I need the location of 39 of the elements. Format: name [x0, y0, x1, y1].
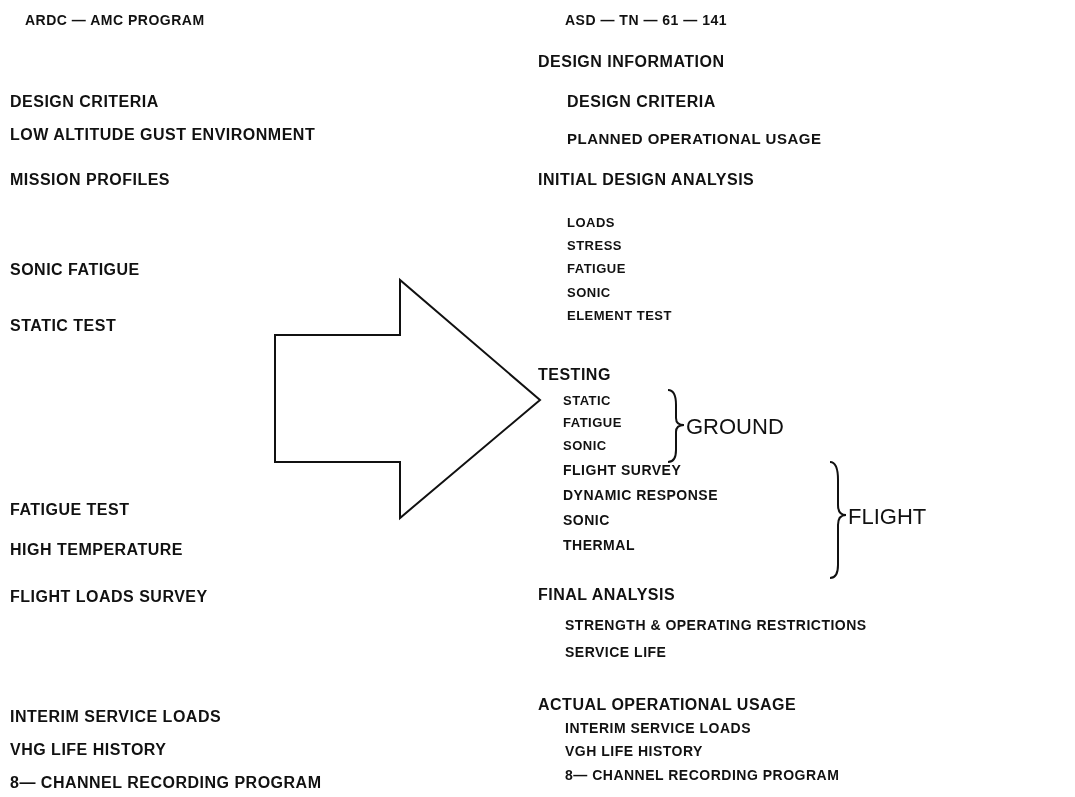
list-item: FATIGUE TEST	[10, 501, 130, 519]
list-item: PLANNED OPERATIONAL USAGE	[567, 129, 822, 147]
list-item: FINAL ANALYSIS	[538, 586, 676, 604]
list-item: MISSION PROFILES	[10, 171, 170, 189]
list-item: ELEMENT TEST	[567, 307, 672, 323]
list-item: VHG LIFE HISTORY	[10, 741, 167, 759]
list-item: DESIGN CRITERIA	[10, 93, 159, 111]
list-item: INTERIM SERVICE LOADS	[565, 720, 752, 736]
list-item: SONIC	[563, 512, 610, 528]
list-item: TESTING	[538, 366, 611, 384]
list-item: ACTUAL OPERATIONAL USAGE	[538, 696, 797, 714]
list-item: DYNAMIC RESPONSE	[563, 487, 719, 503]
list-item: SONIC	[567, 284, 611, 300]
list-item: LOADS	[567, 214, 615, 230]
list-item: INTERIM SERVICE LOADS	[10, 708, 222, 726]
list-item: 8— CHANNEL RECORDING PROGRAM	[10, 774, 322, 792]
list-item: FATIGUE	[567, 260, 626, 276]
list-item: FATIGUE	[563, 414, 622, 430]
group-label: FLIGHT	[848, 504, 927, 530]
list-item: FLIGHT SURVEY	[563, 462, 682, 478]
list-item: INITIAL DESIGN ANALYSIS	[538, 171, 755, 189]
list-item: SONIC FATIGUE	[10, 261, 140, 279]
group-label: GROUND	[686, 414, 784, 440]
list-item: DESIGN INFORMATION	[538, 53, 725, 71]
list-item: SERVICE LIFE	[565, 644, 667, 660]
list-item: SONIC	[563, 437, 607, 453]
list-item: STRESS	[567, 237, 622, 253]
list-item: STRENGTH & OPERATING RESTRICTIONS	[565, 617, 867, 633]
list-item: DESIGN CRITERIA	[567, 93, 716, 111]
list-item: STATIC TEST	[10, 317, 117, 335]
column-heading: ASD — TN — 61 — 141	[565, 12, 727, 28]
list-item: HIGH TEMPERATURE	[10, 541, 184, 559]
list-item: STATIC	[563, 392, 611, 408]
list-item: VGH LIFE HISTORY	[565, 743, 703, 759]
list-item: FLIGHT LOADS SURVEY	[10, 588, 208, 606]
list-item: THERMAL	[563, 537, 635, 553]
column-heading: ARDC — AMC PROGRAM	[25, 12, 205, 28]
list-item: 8— CHANNEL RECORDING PROGRAM	[565, 767, 840, 783]
list-item: LOW ALTITUDE GUST ENVIRONMENT	[10, 126, 316, 144]
